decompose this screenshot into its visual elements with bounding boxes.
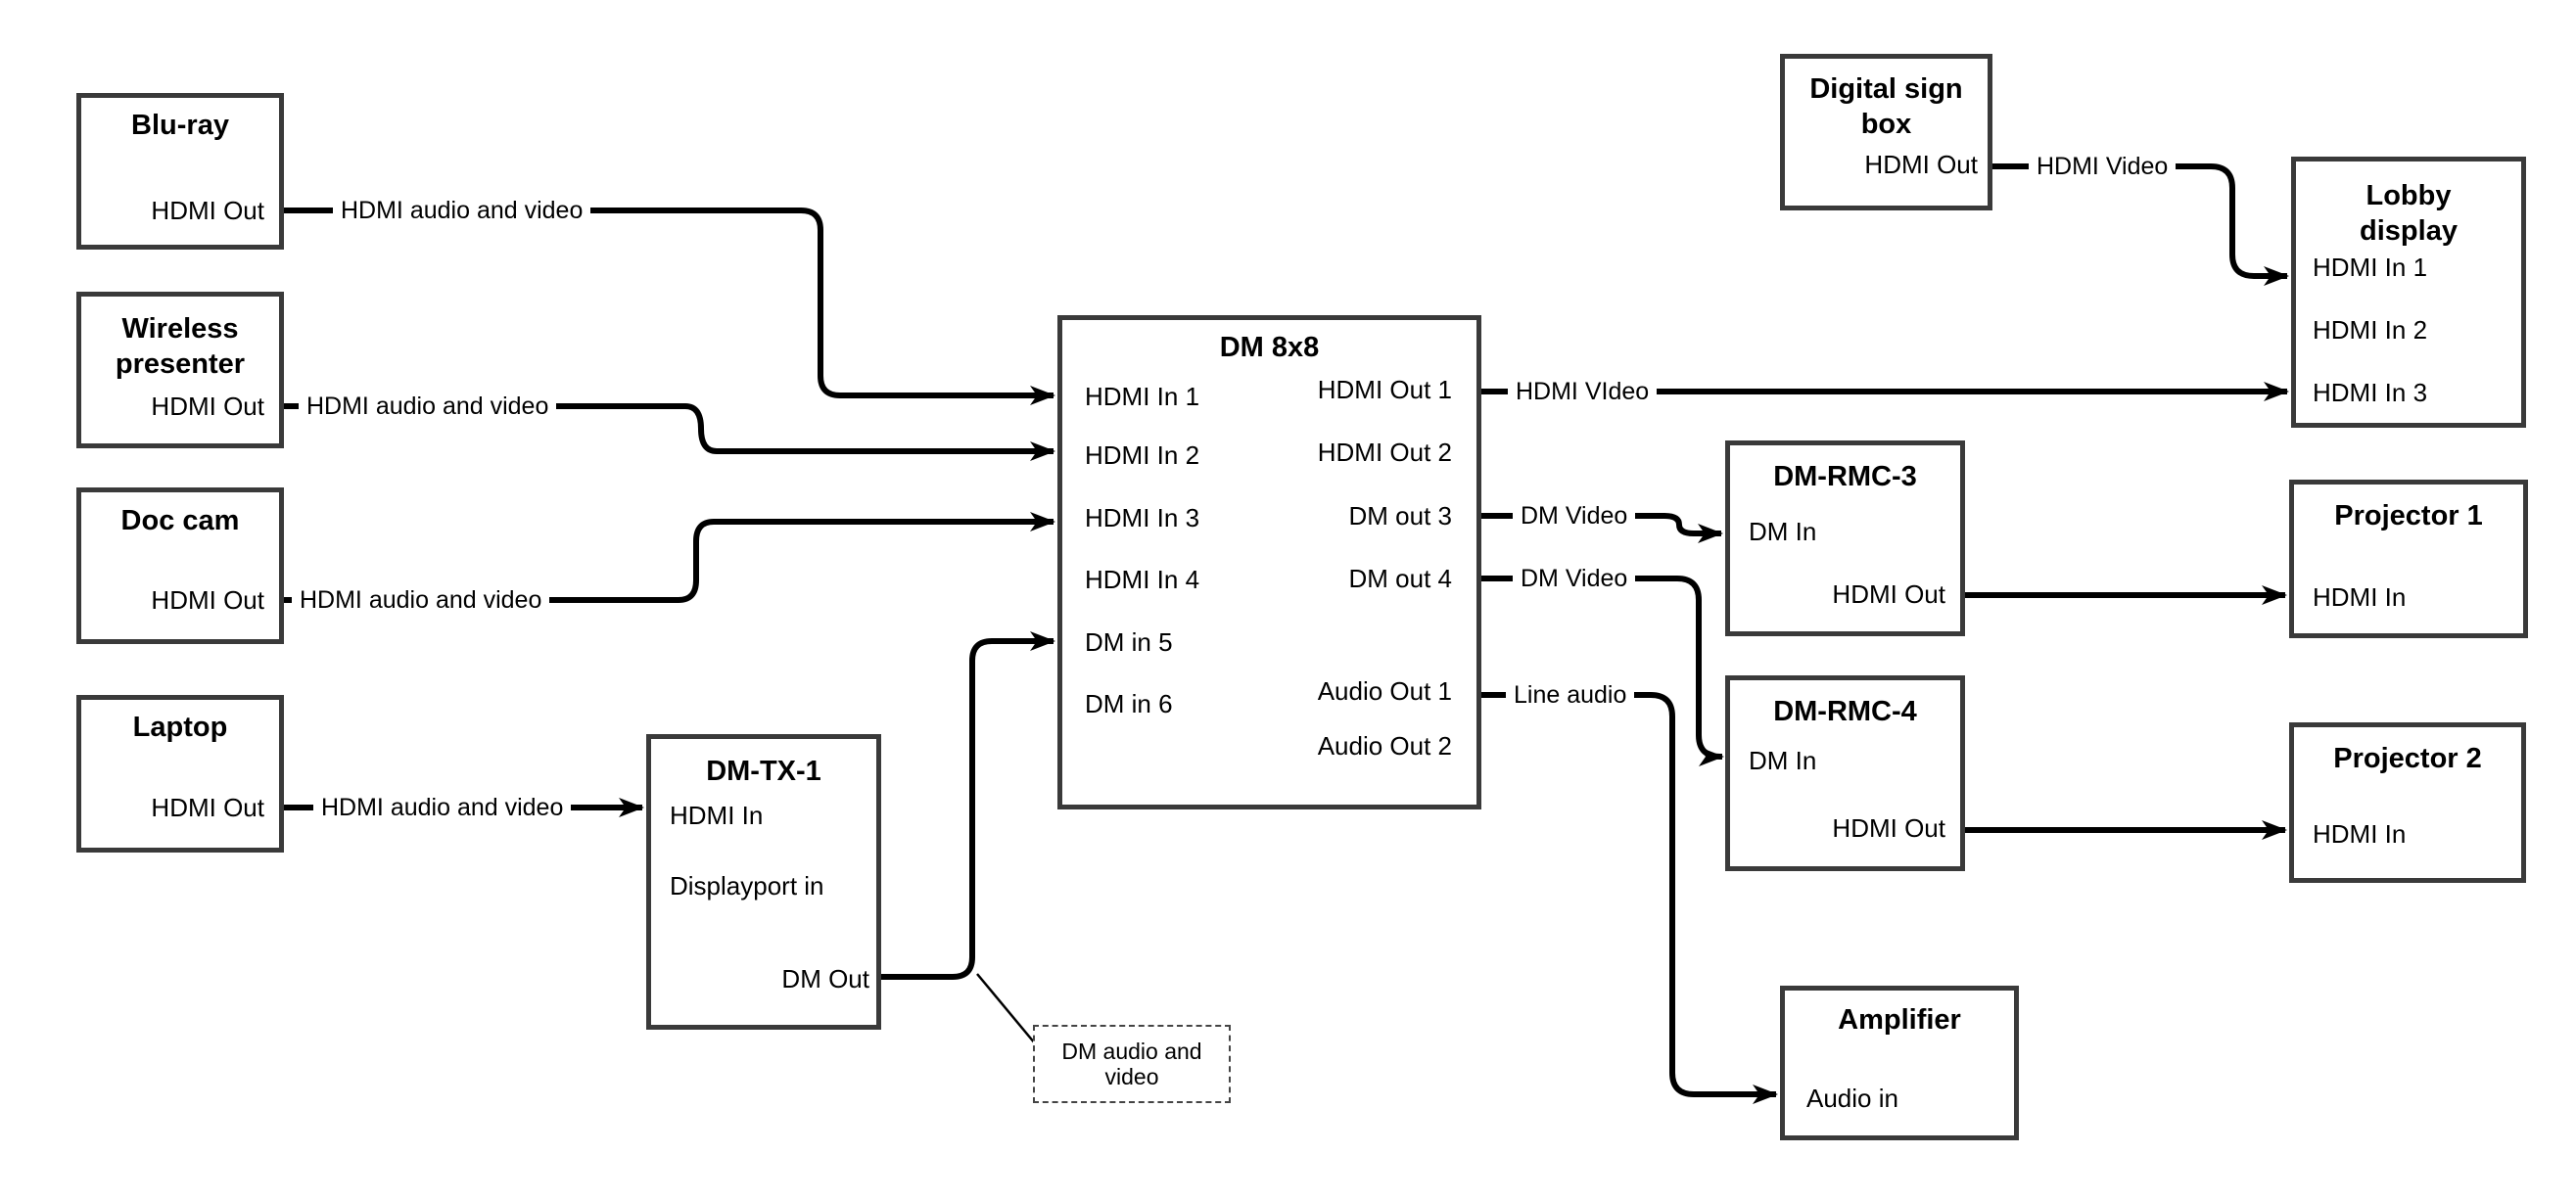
node-laptop xyxy=(76,695,284,853)
wire-sign-to-lobby xyxy=(1992,163,2289,286)
port-dm8x8-hdmi-in-4: HDMI In 4 xyxy=(1085,565,1200,594)
port-dm8x8-hdmi-in-1: HDMI In 1 xyxy=(1085,382,1200,411)
port-laptop-hdmi-out: HDMI Out xyxy=(151,793,264,822)
port-rmc4-hdmi-out: HDMI Out xyxy=(1832,813,1945,843)
node-doc-cam xyxy=(76,487,284,644)
port-dm8x8-hdmi-in-2: HDMI In 2 xyxy=(1085,440,1200,470)
port-rmc3-hdmi-out: HDMI Out xyxy=(1832,579,1945,609)
node-dm-rmc-3-title: DM-RMC-3 xyxy=(1773,461,1917,492)
node-projector-1 xyxy=(2289,480,2528,638)
wire-label-bluray: HDMI audio and video xyxy=(333,195,591,226)
wire-dmtx1-to-dm-in-5 xyxy=(881,631,1055,980)
annotation-dm-audio-video: DM audio and video xyxy=(1033,1025,1231,1103)
wire-label-doccam: HDMI audio and video xyxy=(292,584,550,616)
port-dm8x8-dm-out-3: DM out 3 xyxy=(1348,501,1453,531)
annotation-leader-line xyxy=(976,973,1036,1044)
port-dm8x8-hdmi-out-1: HDMI Out 1 xyxy=(1317,375,1452,404)
wire-bluray-to-hdmi-in-1 xyxy=(284,208,1055,405)
port-lobby-hdmi-in-2: HDMI In 2 xyxy=(2313,315,2428,345)
port-dm8x8-dm-in-5: DM in 5 xyxy=(1085,627,1173,657)
wire-wireless-to-hdmi-in-2 xyxy=(284,403,1055,461)
node-wireless-presenter xyxy=(76,292,284,448)
node-wireless-presenter-title: Wireless presenter xyxy=(115,313,246,380)
node-doc-cam-title: Doc cam xyxy=(120,505,240,536)
wire-dm-out-4-to-rmc4 xyxy=(1481,576,1724,766)
node-bluray-title: Blu-ray xyxy=(131,110,229,141)
node-dm-tx-1 xyxy=(646,734,881,1030)
port-lobby-hdmi-in-3: HDMI In 3 xyxy=(2313,378,2428,407)
node-dm-8x8-title: DM 8x8 xyxy=(1219,332,1320,363)
node-dm-tx-1-title: DM-TX-1 xyxy=(706,756,821,787)
node-bluray xyxy=(76,93,284,250)
port-dm8x8-hdmi-in-3: HDMI In 3 xyxy=(1085,503,1200,532)
port-dm8x8-dm-out-4: DM out 4 xyxy=(1348,564,1453,593)
port-rmc4-dm-in: DM In xyxy=(1749,746,1817,775)
wire-audio-out-1-to-amp xyxy=(1481,692,1778,1104)
node-projector-1-title: Projector 1 xyxy=(2334,500,2483,531)
port-dm8x8-hdmi-out-2: HDMI Out 2 xyxy=(1317,438,1452,467)
port-projector-2-hdmi-in: HDMI In xyxy=(2313,819,2407,849)
port-projector-1-hdmi-in: HDMI In xyxy=(2313,582,2407,612)
port-dm8x8-audio-out-1: Audio Out 1 xyxy=(1317,676,1452,706)
node-digital-sign-box-title: Digital sign box xyxy=(1809,73,1963,140)
port-dmtx1-dm-out: DM Out xyxy=(781,964,869,993)
node-lobby-display-title: Lobby display xyxy=(2360,180,2458,247)
node-laptop-title: Laptop xyxy=(132,712,228,743)
port-bluray-hdmi-out: HDMI Out xyxy=(151,196,264,225)
wire-label-wireless: HDMI audio and video xyxy=(299,391,557,422)
port-dmtx1-hdmi-in: HDMI In xyxy=(670,801,764,830)
wire-label-line-audio: Line audio xyxy=(1506,679,1635,711)
wire-label-dm-video-3: DM Video xyxy=(1513,500,1636,531)
node-projector-2 xyxy=(2289,722,2526,883)
port-wireless-hdmi-out: HDMI Out xyxy=(151,392,264,421)
node-dm-rmc-3 xyxy=(1725,440,1965,636)
port-rmc3-dm-in: DM In xyxy=(1749,517,1817,546)
wire-label-hdmi-video-sign: HDMI Video xyxy=(2029,151,2177,182)
annotation-text: DM audio and video xyxy=(1061,1039,1202,1089)
port-sign-hdmi-out: HDMI Out xyxy=(1864,150,1978,179)
node-amplifier xyxy=(1780,986,2019,1140)
node-lobby-display xyxy=(2291,157,2526,428)
port-dmtx1-displayport-in: Displayport in xyxy=(670,871,824,901)
node-dm-rmc-4-title: DM-RMC-4 xyxy=(1773,696,1917,727)
node-digital-sign-box xyxy=(1780,54,1992,210)
node-dm-rmc-4 xyxy=(1725,675,1965,871)
node-dm-8x8 xyxy=(1057,315,1481,809)
wire-label-hdmi-video-out1: HDMI VIdeo xyxy=(1508,376,1658,407)
node-projector-2-title: Projector 2 xyxy=(2333,743,2482,774)
wire-label-laptop: HDMI audio and video xyxy=(313,792,572,823)
wire-doccam-to-hdmi-in-3 xyxy=(284,512,1055,603)
port-amp-audio-in: Audio in xyxy=(1806,1084,1898,1113)
port-dm8x8-dm-in-6: DM in 6 xyxy=(1085,689,1173,718)
port-lobby-hdmi-in-1: HDMI In 1 xyxy=(2313,253,2428,282)
port-doccam-hdmi-out: HDMI Out xyxy=(151,585,264,615)
port-dm8x8-audio-out-2: Audio Out 2 xyxy=(1317,731,1452,761)
wire-label-dm-video-4: DM Video xyxy=(1513,563,1636,594)
wire-dm-out-3-to-rmc3 xyxy=(1481,513,1723,543)
node-amplifier-title: Amplifier xyxy=(1838,1004,1961,1036)
